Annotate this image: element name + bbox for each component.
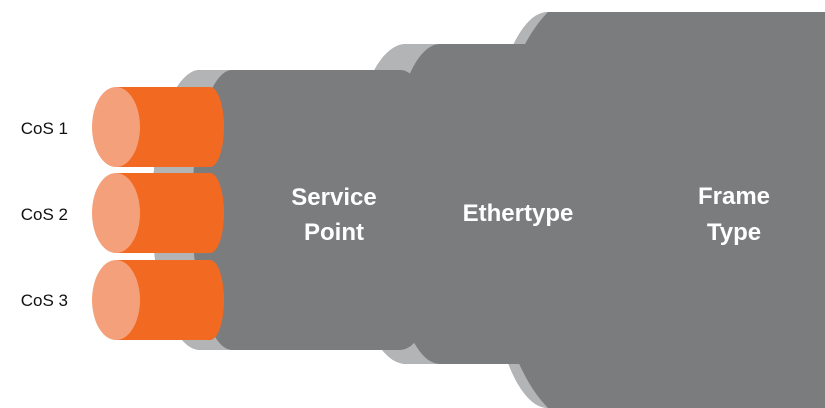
service-point-label-line1: Service — [291, 184, 376, 211]
ethertype-label: Ethertype — [463, 200, 574, 227]
cos-3-cylinder — [92, 260, 224, 340]
cos-1-label: CoS 1 — [21, 119, 68, 138]
cos-cylinders — [92, 87, 224, 340]
cos-2-label: CoS 2 — [21, 205, 68, 224]
frame-type-label-line2: Type — [707, 219, 761, 246]
service-point-cylinder — [152, 70, 445, 350]
cos-3-face — [92, 260, 140, 340]
cos-3-label: CoS 3 — [21, 291, 68, 310]
cos-1-cylinder — [92, 87, 224, 167]
service-point-label-line2: Point — [304, 219, 364, 246]
cos-2-cylinder — [92, 173, 224, 253]
cos-1-face — [92, 87, 140, 167]
frame-type-label-line1: Frame — [698, 183, 770, 210]
cos-2-face — [92, 173, 140, 253]
